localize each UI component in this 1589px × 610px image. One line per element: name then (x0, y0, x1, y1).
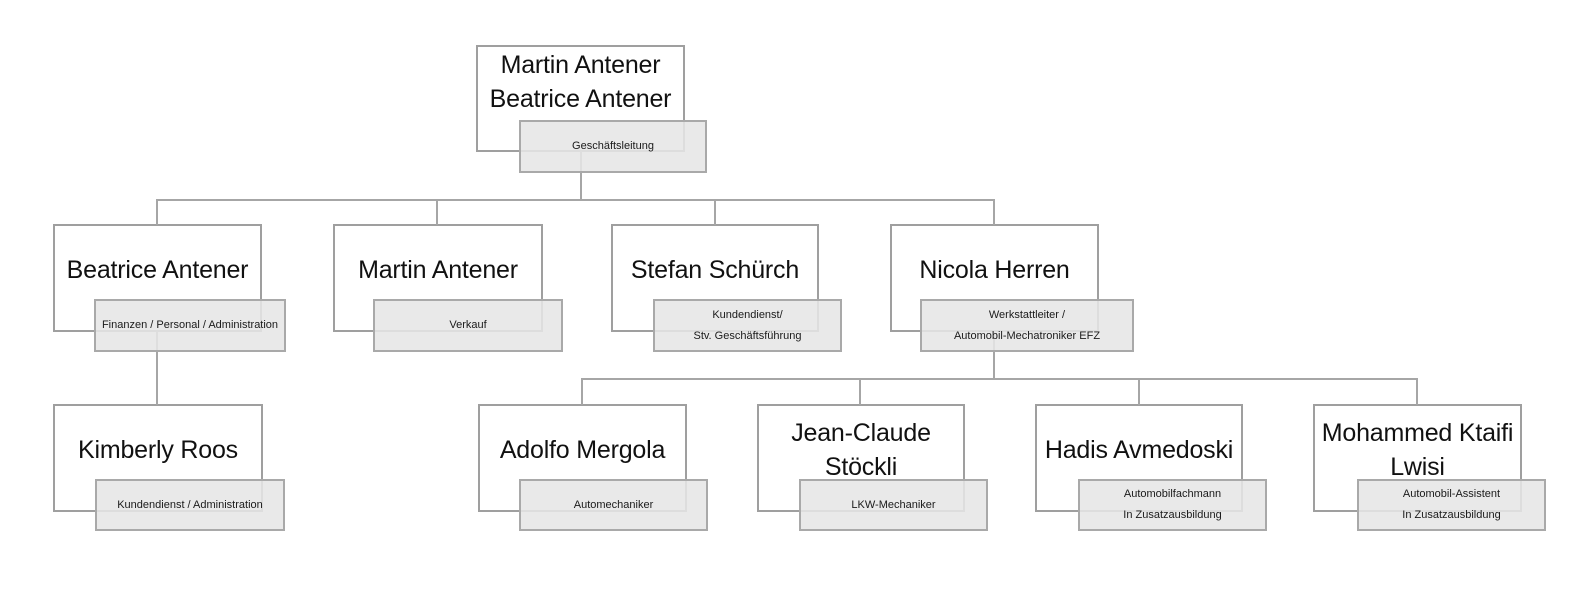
role-box-kundendienst[interactable]: Kundendienst/ Stv. Geschäftsführung (653, 299, 842, 352)
role-label: Automobilfachmann In Zusatzausbildung (1123, 488, 1222, 521)
role-label: Finanzen / Personal / Administration (101, 319, 279, 331)
role-box-hadis[interactable]: Automobilfachmann In Zusatzausbildung (1078, 479, 1267, 531)
role-box-geschaeftsleitung[interactable]: Geschäftsleitung (519, 120, 707, 173)
connector-root-stem (580, 151, 582, 201)
connector-drop-finanzen (156, 199, 158, 225)
person-name: Stefan Schürch (630, 256, 800, 284)
person-name: Kimberly Roos (78, 436, 238, 464)
person-name: Martin Antener Beatrice Antener (489, 50, 672, 113)
role-box-verkauf[interactable]: Verkauf (373, 299, 563, 352)
person-name: Mohammed Ktaifi Lwisi (1321, 419, 1514, 481)
role-label: Automechaniker (573, 498, 654, 511)
role-box-adolfo[interactable]: Automechaniker (519, 479, 708, 531)
connector-finanzen-kimberly (156, 332, 158, 405)
role-box-mohammed[interactable]: Automobil-Assistent In Zusatzausbildung (1357, 479, 1546, 531)
connector-drop-adolfo (581, 378, 583, 405)
role-label: Automobil-Assistent In Zusatzausbildung (1402, 488, 1501, 521)
connector-drop-jeanclaude (859, 378, 861, 405)
role-box-kimberly[interactable]: Kundendienst / Administration (95, 479, 285, 531)
person-name: Martin Antener (358, 256, 518, 284)
connector-drop-verkauf (436, 199, 438, 225)
role-box-werkstatt[interactable]: Werkstattleiter / Automobil-Mechatronike… (920, 299, 1134, 352)
person-name: Beatrice Antener (66, 256, 249, 284)
role-label: Kundendienst / Administration (117, 498, 263, 511)
person-name: Nicola Herren (919, 256, 1070, 284)
connector-drop-werkstatt (993, 199, 995, 225)
role-box-jeanclaude[interactable]: LKW-Mechaniker (799, 479, 988, 531)
connector-drop-hadis (1138, 378, 1140, 405)
role-label: Kundendienst/ Stv. Geschäftsführung (693, 308, 802, 342)
connector-level3-rail (581, 378, 1418, 380)
role-label: Geschäftsleitung (572, 140, 654, 152)
role-label: Verkauf (449, 319, 487, 331)
person-name: Hadis Avmedoski (1044, 436, 1234, 464)
org-node-geschaeftsleitung[interactable]: Martin Antener Beatrice Antener (476, 45, 685, 152)
role-label: Werkstattleiter / Automobil-Mechatronike… (953, 308, 1101, 342)
connector-werkstatt-stem (993, 330, 995, 380)
person-name: Adolfo Mergola (499, 436, 666, 464)
connector-level2-rail (156, 199, 995, 201)
role-label: LKW-Mechaniker (851, 498, 936, 511)
role-box-finanzen[interactable]: Finanzen / Personal / Administration (94, 299, 286, 352)
connector-drop-mohammed (1416, 378, 1418, 405)
person-name: Jean-Claude Stöckli (791, 419, 931, 481)
connector-drop-kundendienst (714, 199, 716, 225)
